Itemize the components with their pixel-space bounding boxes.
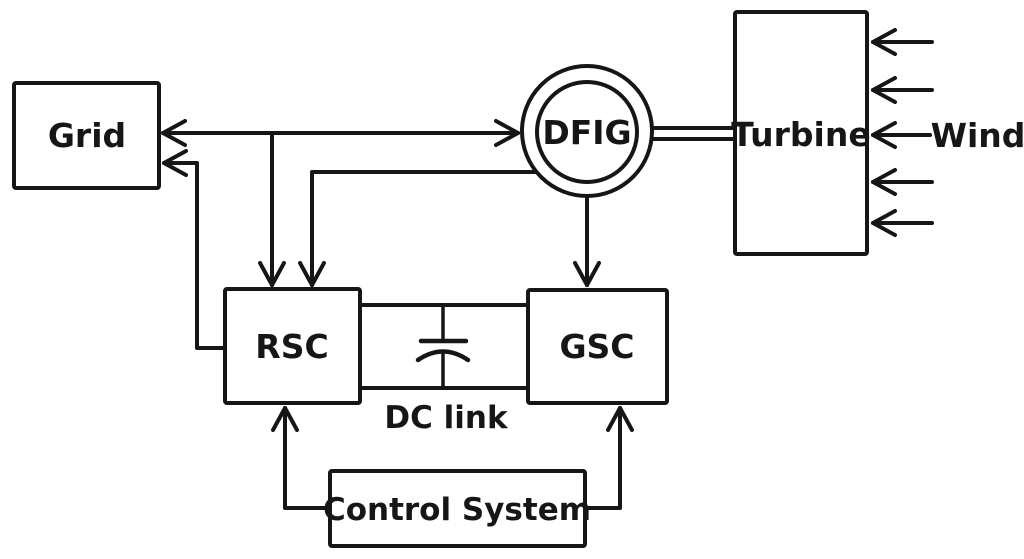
rsc-to-grid-line — [162, 149, 227, 350]
turbine-box — [733, 10, 869, 256]
control-system-node: Control System — [323, 469, 591, 548]
dc-link-capacitor — [415, 303, 471, 390]
grid-box — [12, 81, 161, 190]
turbine-node: Turbine — [731, 10, 871, 256]
dfig-label: DFIG — [542, 113, 631, 152]
gsc-node: GSC — [526, 288, 669, 405]
dfig-rotor-to-rsc-line — [298, 170, 538, 287]
dc-link-label: DC link — [384, 400, 509, 436]
shaft-double-line — [648, 126, 738, 141]
gsc-label: GSC — [559, 327, 634, 366]
control-to-rsc-line — [271, 406, 332, 510]
rsc-label: RSC — [255, 327, 328, 366]
dfig-inner-circle — [535, 80, 639, 184]
dfig-node: DFIG — [520, 64, 654, 198]
rsc-box — [223, 287, 362, 405]
turbine-label: Turbine — [731, 115, 870, 154]
grid-label: Grid — [48, 116, 126, 155]
grid-node: Grid — [12, 81, 161, 190]
gsc-box — [526, 288, 669, 405]
wind-label: Wind — [931, 116, 1024, 155]
rsc-node: RSC — [223, 287, 362, 405]
control-system-label: Control System — [323, 492, 591, 528]
control-to-gsc-line — [583, 406, 634, 510]
wind-arrows — [871, 28, 934, 237]
control-system-box — [328, 469, 587, 548]
